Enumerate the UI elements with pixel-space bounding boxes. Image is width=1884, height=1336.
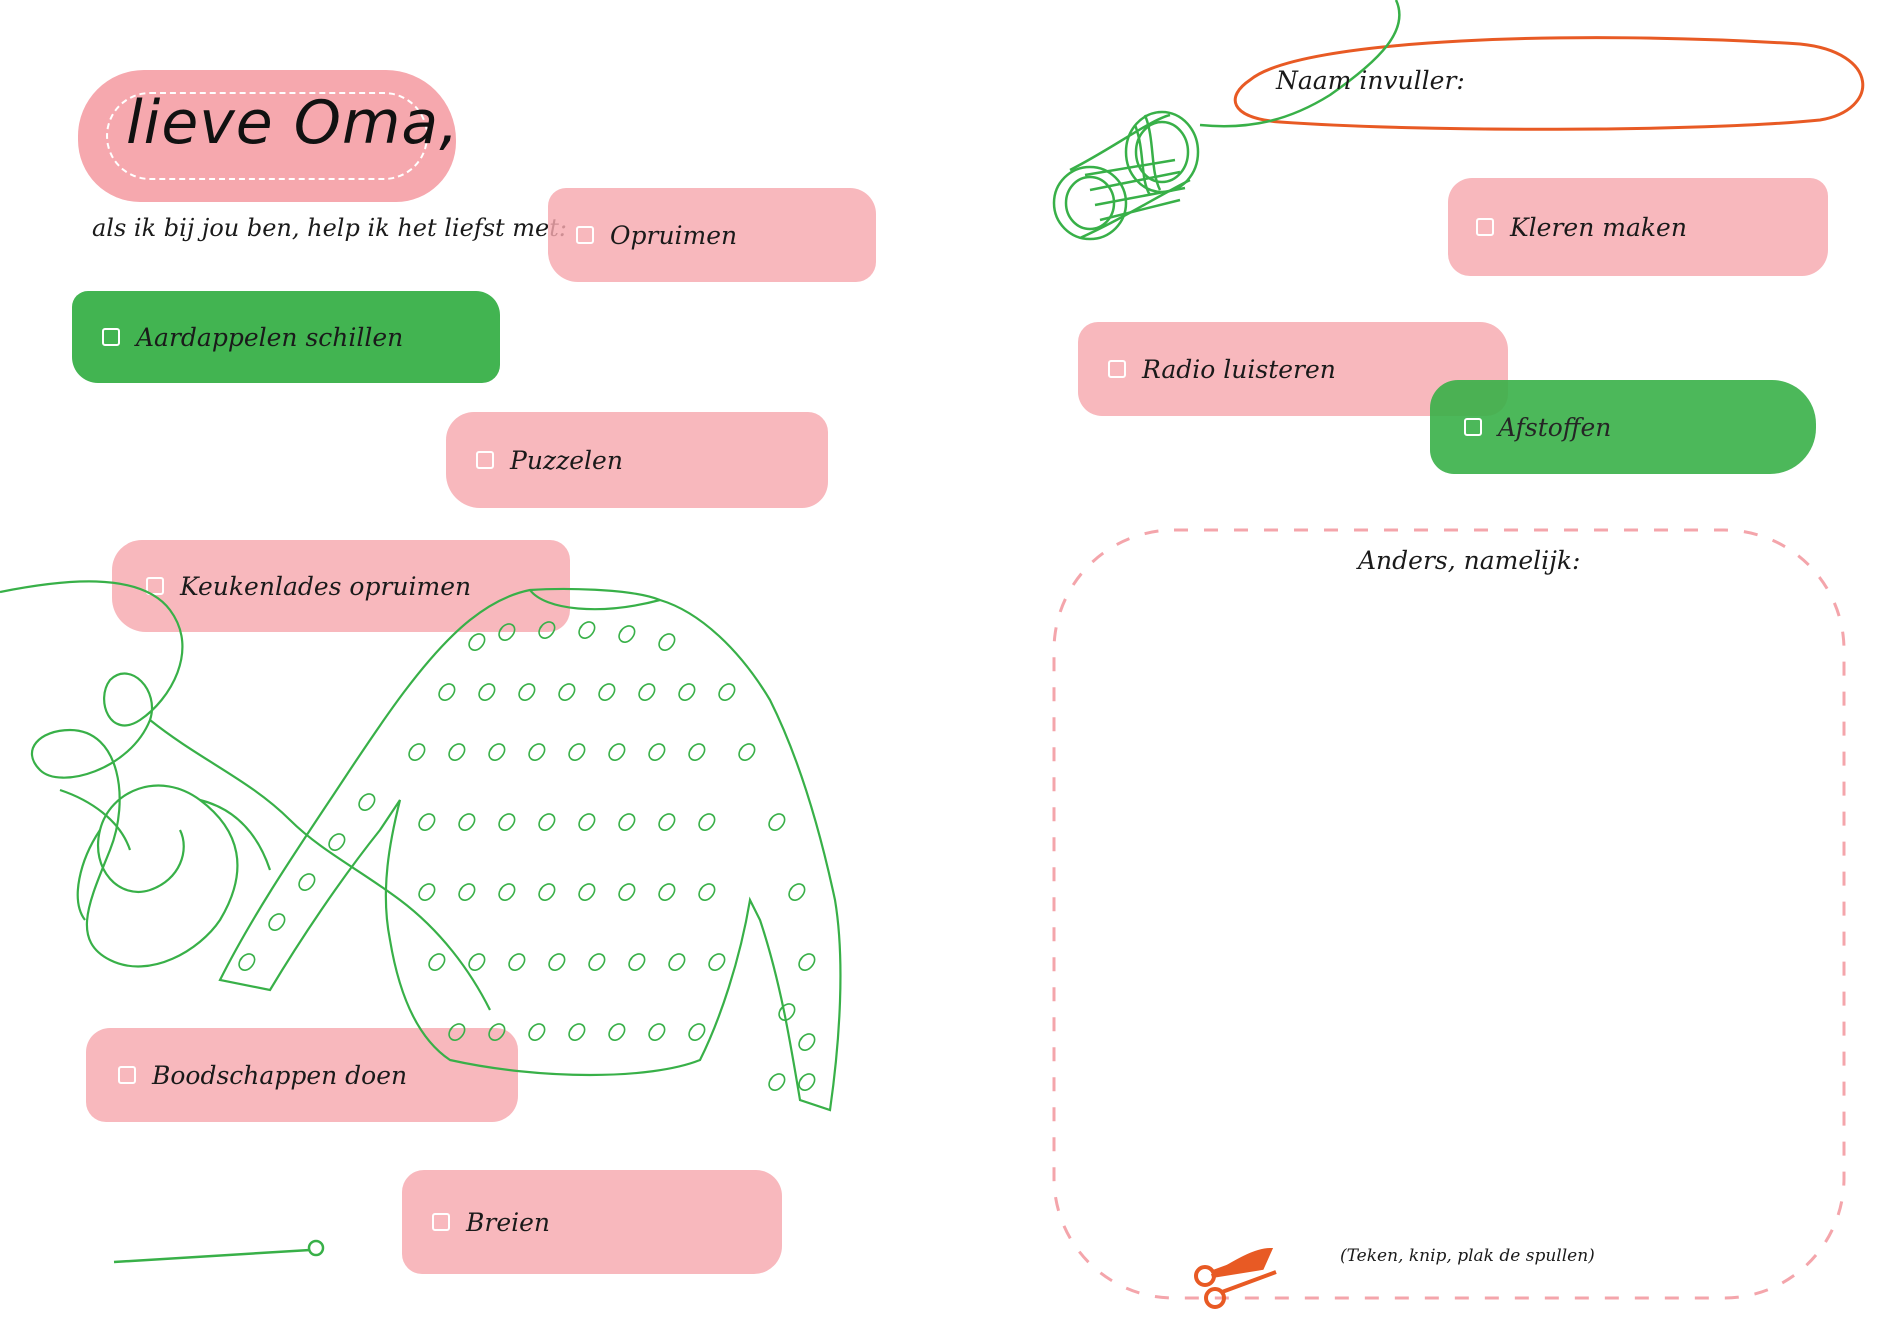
option-afstoffen[interactable]: Afstoffen: [1430, 380, 1816, 474]
option-label: Opruimen: [610, 220, 738, 250]
checkbox[interactable]: [1476, 218, 1494, 236]
other-box-footnote: (Teken, knip, plak de spullen): [1340, 1246, 1595, 1266]
page-title: lieve Oma,: [126, 88, 460, 158]
checkbox[interactable]: [1108, 360, 1126, 378]
checkbox[interactable]: [1464, 418, 1482, 436]
option-label: Puzzelen: [510, 445, 623, 475]
title-blob: [78, 70, 456, 202]
checkbox[interactable]: [432, 1213, 450, 1231]
name-field-oval: [1233, 36, 1865, 131]
sweater-illustration: [218, 587, 842, 1112]
option-aardappelen-schillen[interactable]: Aardappelen schillen: [72, 291, 500, 383]
checkbox[interactable]: [102, 328, 120, 346]
option-label: Boodschappen doen: [152, 1060, 408, 1090]
knitting-needle-icon: [113, 1239, 325, 1264]
option-opruimen[interactable]: Opruimen: [548, 188, 876, 282]
option-label: Breien: [466, 1207, 551, 1237]
other-box-drawing-area[interactable]: [1080, 600, 1820, 1240]
checkbox[interactable]: [576, 226, 594, 244]
checkbox[interactable]: [146, 577, 164, 595]
yarn-ball-icon: [1052, 0, 1401, 241]
option-kleren-maken[interactable]: Kleren maken: [1448, 178, 1828, 276]
option-label: Aardappelen schillen: [136, 322, 404, 352]
other-box-title: Anders, namelijk:: [1358, 546, 1581, 575]
name-field-label: Naam invuller:: [1276, 66, 1465, 95]
page-subtitle: als ik bij jou ben, help ik het liefst m…: [92, 214, 567, 242]
tangled-thread: [0, 580, 491, 1011]
option-label: Afstoffen: [1498, 412, 1612, 442]
option-label: Kleren maken: [1510, 212, 1687, 242]
checkbox[interactable]: [118, 1066, 136, 1084]
checkbox[interactable]: [476, 451, 494, 469]
option-keukenlades-opruimen[interactable]: Keukenlades opruimen: [112, 540, 570, 632]
option-puzzelen[interactable]: Puzzelen: [446, 412, 828, 508]
option-label: Radio luisteren: [1142, 354, 1336, 384]
option-label: Keukenlades opruimen: [180, 571, 472, 601]
name-field-input[interactable]: [1460, 56, 1800, 106]
option-breien[interactable]: Breien: [402, 1170, 782, 1274]
scissors-icon: [1194, 1247, 1277, 1309]
other-box-border: [1052, 528, 1846, 1300]
option-boodschappen-doen[interactable]: Boodschappen doen: [86, 1028, 518, 1122]
